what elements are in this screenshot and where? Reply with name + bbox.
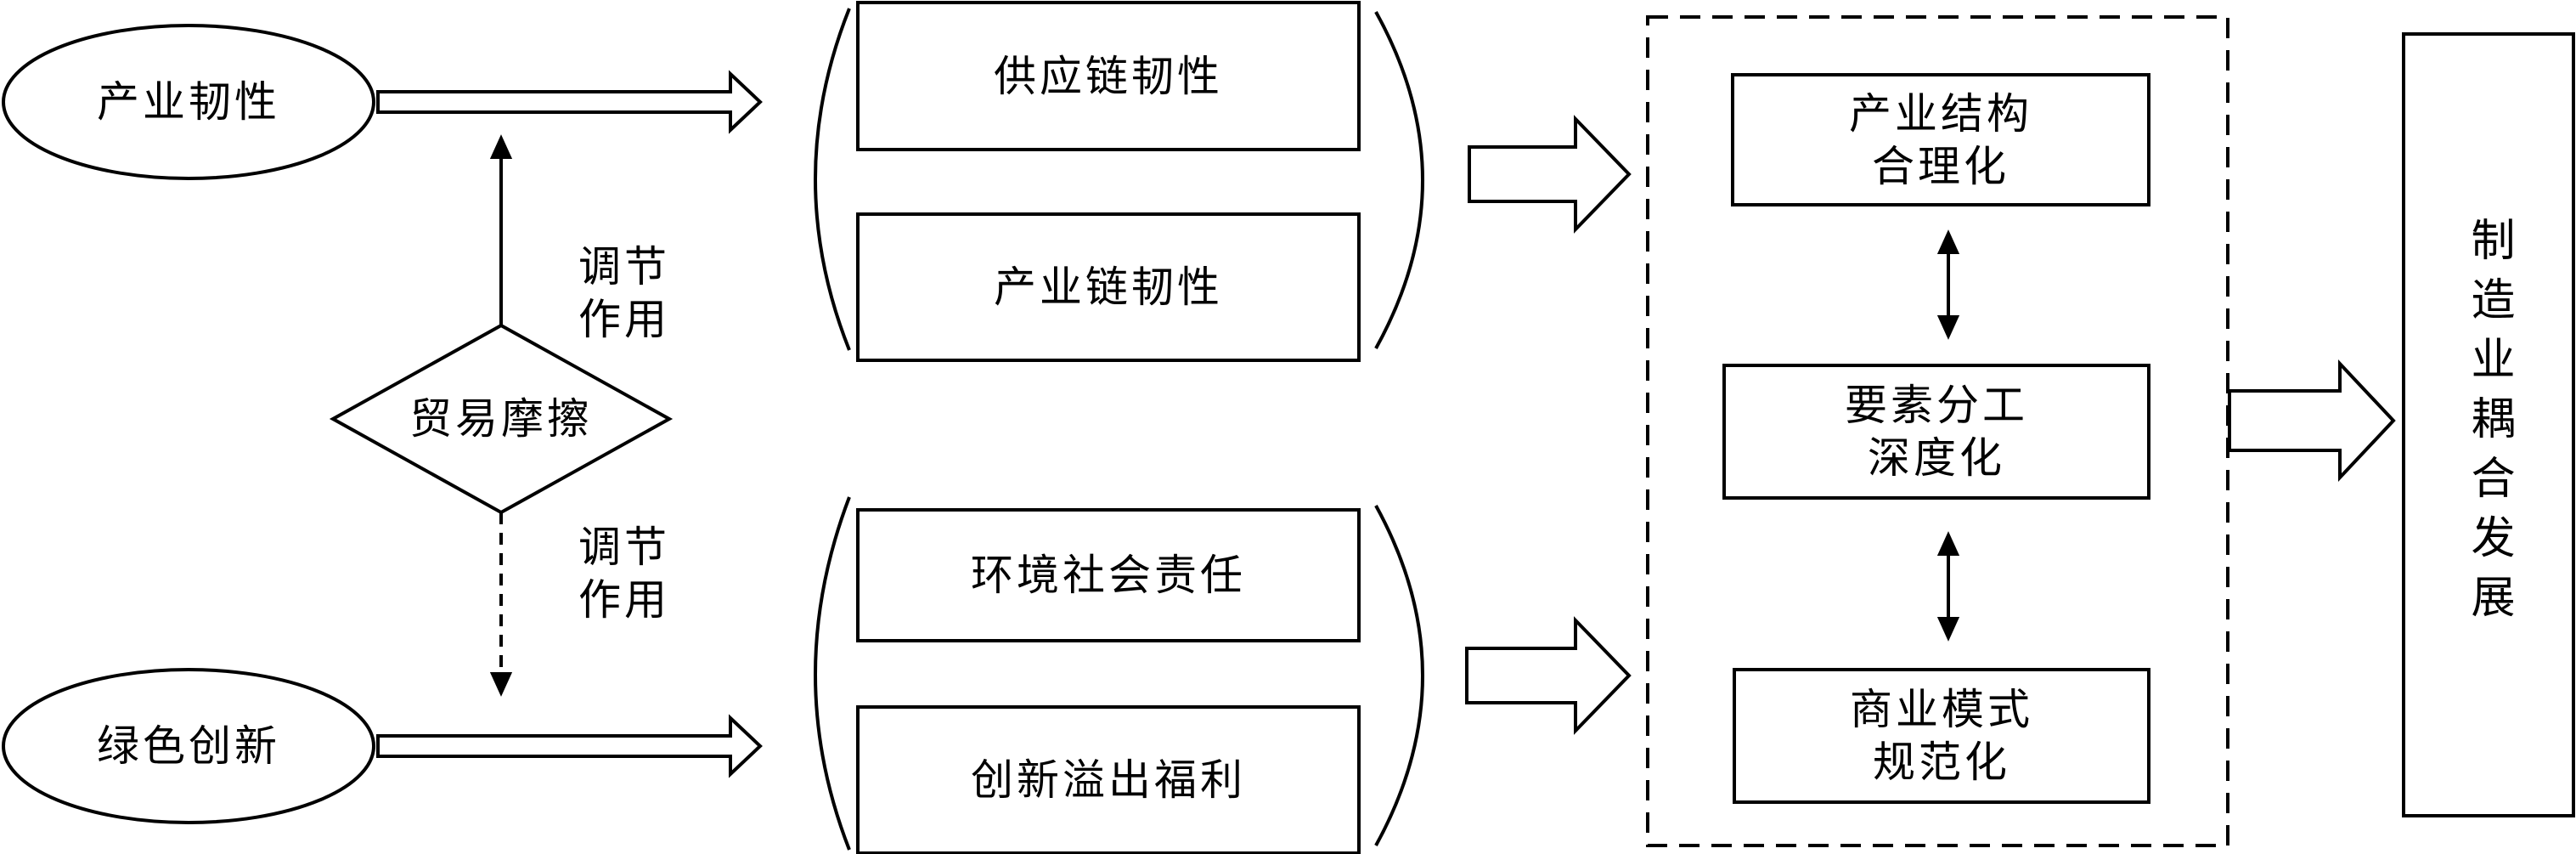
arrow-mechanism-to-coupling — [2228, 359, 2396, 483]
green-innovation-label: 绿色创新 — [97, 721, 280, 771]
env-social-responsibility-label: 环境社会责任 — [971, 551, 1246, 600]
business-model-box — [1733, 668, 2150, 804]
env-social-responsibility-box — [856, 508, 1361, 642]
arrow-green-to-responsibility — [376, 714, 763, 778]
arrowhead-up-icon — [489, 134, 513, 159]
moderating-label-bottom: 调节 作用 — [578, 523, 670, 625]
arrow-resilience-to-chains — [376, 70, 763, 134]
left-bracket-top — [814, 8, 851, 351]
double-arrow-lower-head-top-icon — [1936, 531, 1960, 556]
supply-chain-resilience-box — [856, 1, 1361, 151]
right-bracket-bottom — [1374, 505, 1424, 846]
left-bracket-bottom — [814, 496, 851, 851]
double-arrow-lower-head-bottom-icon — [1936, 617, 1960, 642]
industry-chain-resilience-label: 产业链韧性 — [994, 263, 1223, 312]
double-arrow-upper-head-top-icon — [1936, 229, 1960, 254]
industrial-resilience-node — [2, 24, 375, 180]
mechanism-dashed-container — [1646, 15, 2229, 847]
trade-friction-label: 贸易摩擦 — [409, 394, 593, 444]
structure-rationalization-box — [1731, 73, 2150, 206]
moderating-label-top: 调节 作用 — [578, 242, 670, 344]
industrial-resilience-label: 产业韧性 — [97, 77, 280, 127]
coupled-development-box — [2402, 32, 2575, 817]
arrowhead-down-icon — [489, 672, 513, 697]
arrow-bottom-group-to-mechanism — [1465, 616, 1632, 735]
division-deepening-box — [1722, 364, 2150, 500]
coupled-development-label: 制造业耦合发展 — [2463, 217, 2514, 633]
business-model-label: 商业模式 规范化 — [1850, 685, 2033, 787]
innovation-spillover-box — [856, 705, 1361, 854]
division-deepening-label: 要素分工 深度化 — [1845, 381, 2028, 483]
innovation-spillover-label: 创新溢出福利 — [971, 755, 1246, 805]
right-bracket-top — [1374, 11, 1424, 349]
structure-rationalization-label: 产业结构 合理化 — [1849, 88, 2032, 191]
green-innovation-node — [2, 668, 375, 824]
supply-chain-resilience-label: 供应链韧性 — [994, 51, 1223, 101]
double-arrow-upper-head-bottom-icon — [1936, 315, 1960, 340]
industry-chain-resilience-box — [856, 212, 1361, 362]
arrow-top-group-to-mechanism — [1468, 115, 1632, 234]
